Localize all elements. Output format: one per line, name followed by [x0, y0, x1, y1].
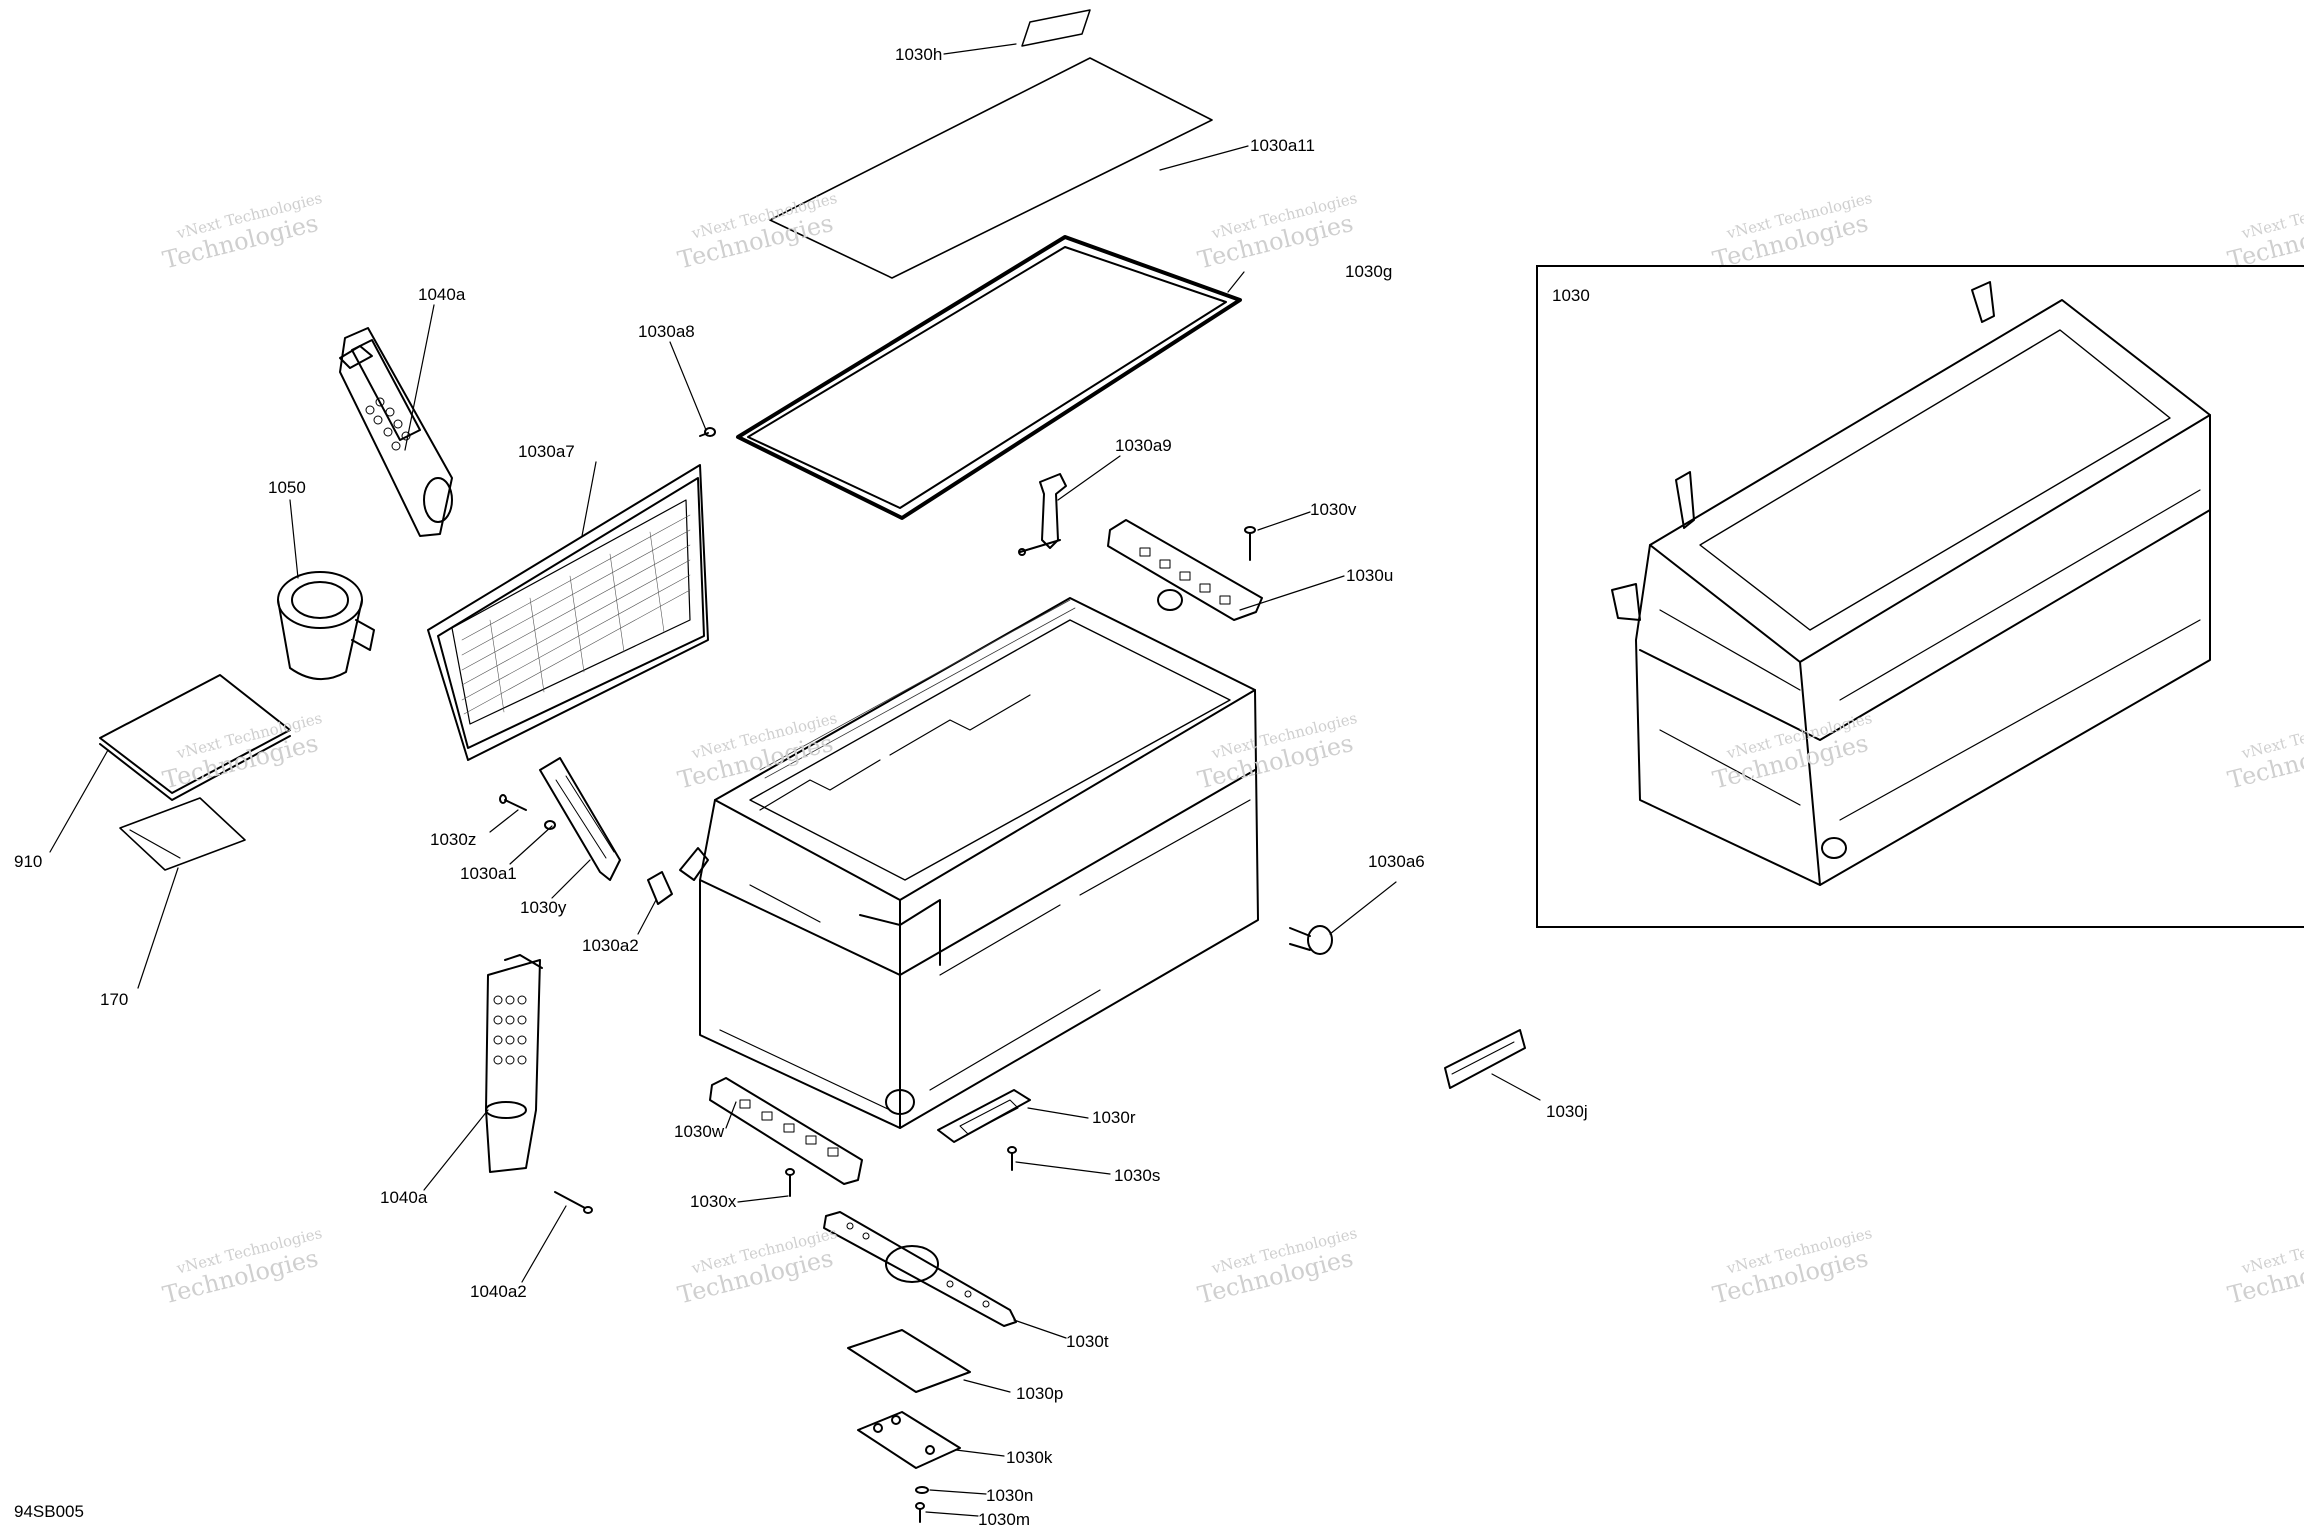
callout-1030z: 1030z [430, 830, 477, 849]
callout-1030r: 1030r [1092, 1108, 1136, 1127]
callout-1030p: 1030p [1016, 1384, 1064, 1403]
callout-1030h: 1030h [895, 45, 943, 64]
part-1030t-strap [823, 1211, 1017, 1327]
callout-1030a1: 1030a1 [460, 864, 517, 883]
part-1030x-screw [785, 1168, 795, 1197]
part-1030g-lid-gasket [736, 235, 1242, 520]
callout-1030s: 1030s [1114, 1166, 1161, 1185]
part-1030z-screw [499, 794, 527, 811]
inset-frame [1536, 265, 2304, 928]
part-1030a11-lid-panel [769, 57, 1213, 279]
part-1030m-screw [915, 1502, 925, 1523]
callout-1030x: 1030x [690, 1192, 737, 1211]
part-1030a9-latch [1018, 473, 1067, 556]
inset-assembled-box [1611, 281, 2211, 886]
part-1040a-rod-holder-top [339, 327, 453, 537]
callout-1040a-bottom: 1040a [380, 1188, 428, 1207]
part-1030a8-pin [699, 427, 716, 437]
callout-1030a11: 1030a11 [1250, 136, 1315, 155]
part-1050-cup-holder [277, 571, 375, 680]
part-1030j-decal [1444, 1029, 1526, 1089]
callout-1040a2: 1040a2 [470, 1282, 527, 1301]
callout-1030k: 1030k [1006, 1448, 1053, 1467]
part-1040a2-pin [554, 1191, 593, 1214]
part-1030w-bottom-rail [709, 1077, 863, 1185]
callout-170: 170 [100, 990, 129, 1009]
part-1030k-base-plate [857, 1411, 961, 1469]
callout-1030a9: 1030a9 [1115, 436, 1172, 455]
callout-1030t: 1030t [1066, 1332, 1109, 1351]
callout-1030a6: 1030a6 [1368, 852, 1425, 871]
part-1030n-washer [915, 1486, 929, 1494]
callout-1030m: 1030m [978, 1510, 1030, 1529]
callout-1030a2: 1030a2 [582, 936, 639, 955]
part-1030v-screw [1244, 526, 1256, 561]
callout-1040a-top: 1040a [418, 285, 466, 304]
part-1030p-pad [847, 1329, 971, 1393]
part-1030u-side-rail [1107, 519, 1263, 621]
callout-910: 910 [14, 852, 43, 871]
callout-1030n: 1030n [986, 1486, 1034, 1505]
callout-1030w: 1030w [674, 1122, 725, 1141]
callout-1030v: 1030v [1310, 500, 1357, 519]
part-main-storage-box [679, 589, 1259, 1129]
callout-1030u: 1030u [1346, 566, 1394, 585]
callout-1030a7: 1030a7 [518, 442, 575, 461]
part-170-decal [119, 797, 246, 871]
part-1030a6-drain-plug [1289, 925, 1333, 955]
part-1030a7-side-door [427, 464, 709, 761]
part-1040a-rod-holder-bottom [485, 954, 543, 1173]
leader-lines [49, 43, 1541, 1517]
part-1030h-label-plate [1021, 9, 1091, 47]
diagram-code: 94SB005 [14, 1502, 84, 1521]
part-1030s-screw [1007, 1146, 1017, 1171]
callout-1050: 1050 [268, 478, 306, 497]
callout-1030j: 1030j [1546, 1102, 1588, 1121]
part-1030y-bracket [539, 757, 621, 881]
part-910-manual [99, 674, 291, 801]
callout-1030y: 1030y [520, 898, 567, 917]
part-1030a1-washer [544, 820, 556, 830]
part-1030r-latch-plate [937, 1089, 1031, 1143]
part-1030a2-clip [647, 871, 673, 905]
callout-1030g: 1030g [1345, 262, 1393, 281]
callout-1030a8: 1030a8 [638, 322, 695, 341]
inset-title: 1030 [1552, 286, 1590, 305]
